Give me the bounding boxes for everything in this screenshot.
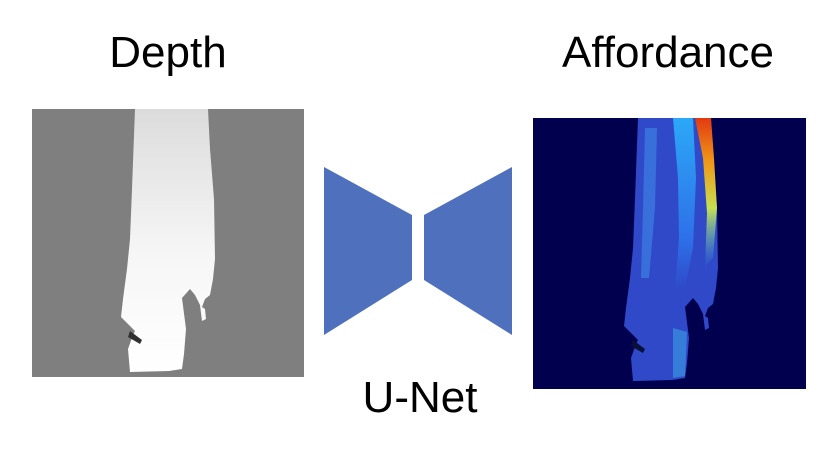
depth-image [32, 109, 304, 377]
encoder-trapezoid [324, 167, 412, 335]
affordance-lower-glow [673, 328, 687, 378]
unet-hourglass [322, 165, 514, 337]
affordance-cyan-band [673, 118, 696, 290]
depth-object-shadow [128, 331, 142, 344]
affordance-title: Affordance [561, 28, 774, 77]
decoder-trapezoid [424, 167, 512, 335]
depth-object [121, 109, 215, 372]
affordance-left-band [641, 128, 657, 278]
affordance-shadow [631, 340, 645, 353]
unet-label: U-Net [362, 373, 478, 422]
affordance-hot-stripe [695, 118, 717, 268]
depth-title: Depth [109, 28, 227, 77]
affordance-heatmap [533, 118, 806, 389]
